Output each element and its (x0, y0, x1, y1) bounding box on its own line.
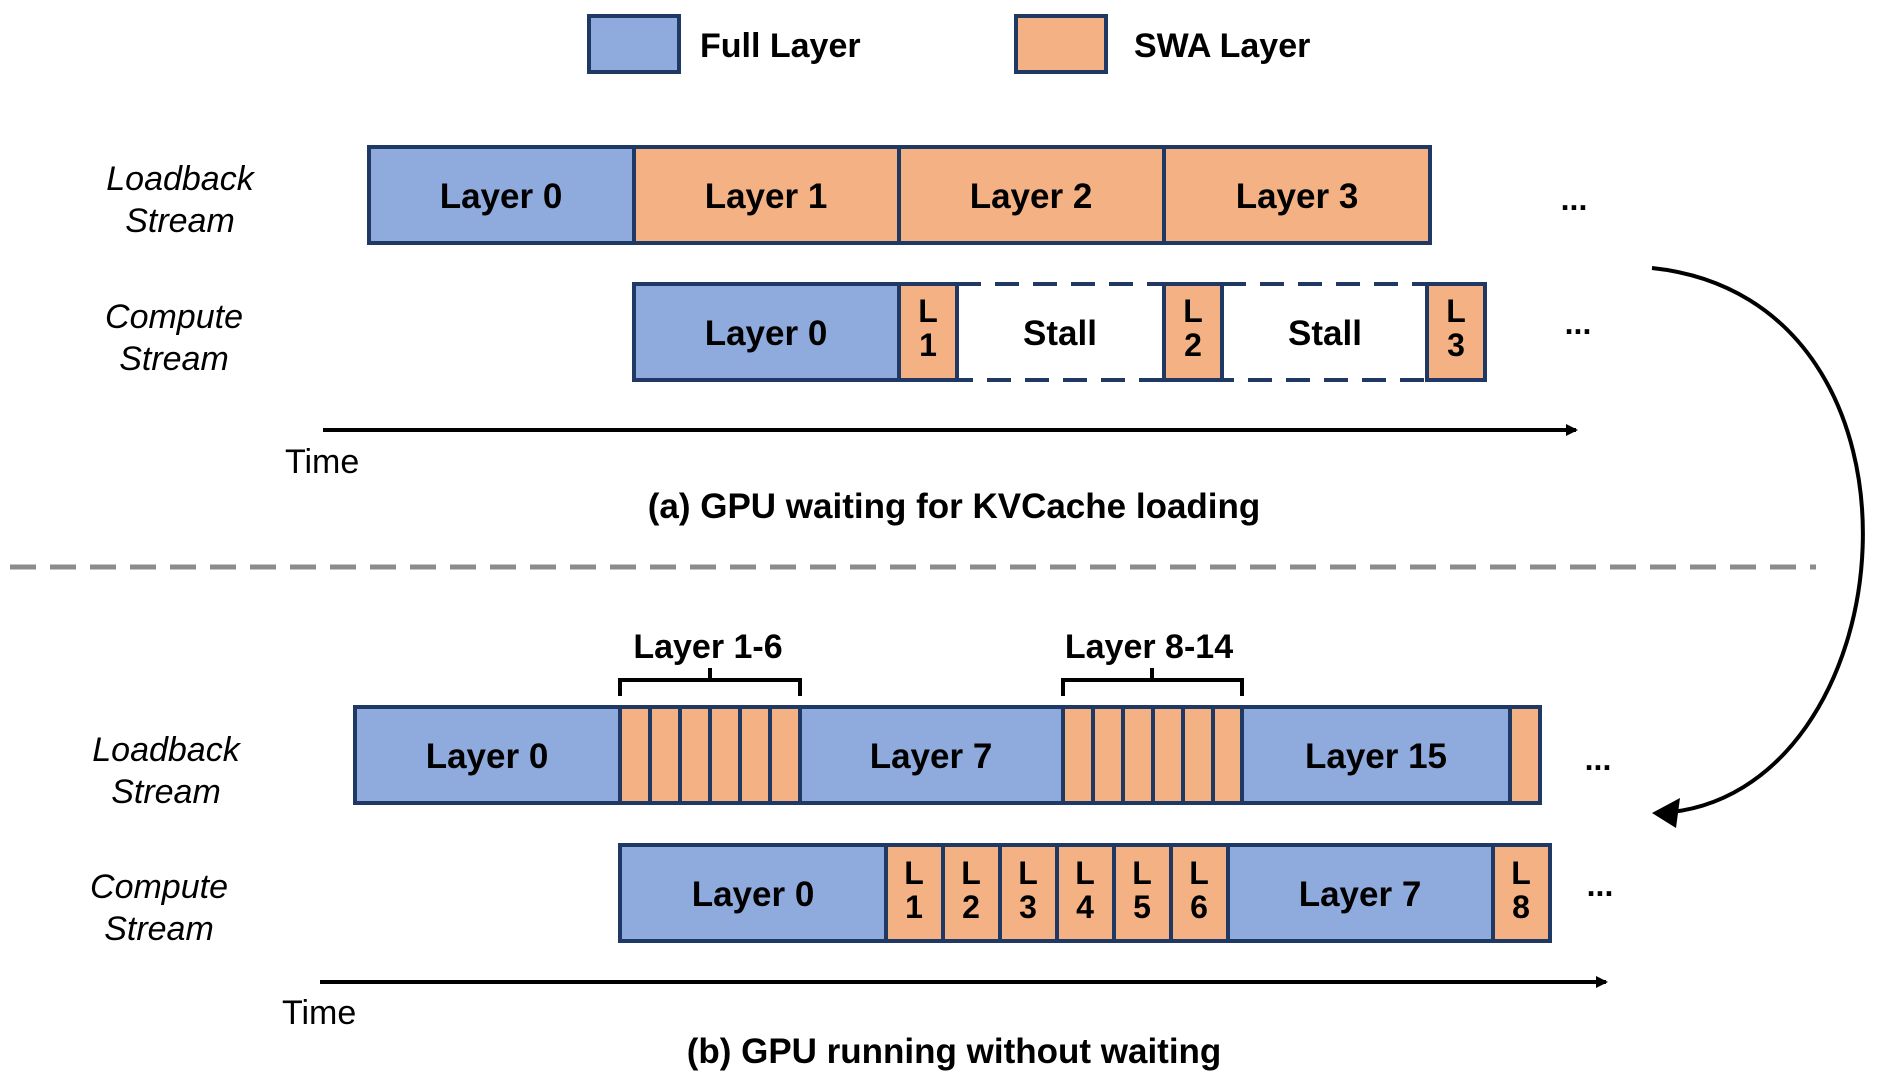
compute-b-ellipsis: ... (1587, 867, 1614, 903)
compute-a-stall-2 (1220, 282, 1429, 382)
loadback-a-label-0: Layer 0 (440, 177, 563, 216)
loadback-a-ellipsis: ... (1561, 181, 1588, 217)
loadback-a-block-1 (632, 145, 901, 245)
loadback-b-swa-12 (1181, 705, 1215, 805)
compute-stream-label-b-line2: Stream (104, 910, 214, 948)
compute-stream-label-b-line1: Compute (90, 868, 228, 906)
part-a: Loadback Stream Compute Stream Layer 0 L… (105, 145, 1592, 526)
loadback-b-swa-16 (1508, 705, 1542, 805)
transition-arrow-head (1652, 798, 1680, 828)
loadback-b-swa-2 (648, 705, 682, 805)
compute-b-label-layer7: Layer 7 (1299, 875, 1422, 914)
loadback-b-swa-6 (768, 705, 802, 805)
loadback-b-swa-9 (1091, 705, 1125, 805)
loadback-b-ellipsis: ... (1585, 741, 1612, 777)
compute-a-ellipsis: ... (1565, 305, 1592, 341)
compute-a-block-l1 (897, 282, 959, 382)
legend: Full Layer SWA Layer (587, 14, 1310, 74)
caption-a: (a) GPU waiting for KVCache loading (648, 487, 1261, 526)
compute-stream-label-a-line2: Stream (119, 340, 229, 378)
compute-a-label-stall-1: Stall (1023, 314, 1097, 353)
loadback-stream-label-a-line1: Loadback (106, 160, 255, 198)
loadback-b-label-layer0: Layer 0 (426, 737, 549, 776)
brace-label-2: Layer 8-14 (1065, 628, 1233, 666)
compute-stream-label-a-line1: Compute (105, 298, 243, 336)
loadback-b-swa-3 (678, 705, 712, 805)
time-label-a: Time (285, 443, 359, 481)
brace-1 (618, 668, 802, 696)
loadback-b-swa-13 (1211, 705, 1244, 805)
loadback-stream-label-b-line2: Stream (111, 773, 221, 811)
compute-b-block-l8 (1491, 843, 1552, 943)
loadback-b-swa-1 (618, 705, 652, 805)
loadback-b-swa-8 (1061, 705, 1095, 805)
loadback-a-block-2 (897, 145, 1166, 245)
compute-a-block-l2 (1162, 282, 1224, 382)
loadback-b-block-layer7 (798, 705, 1065, 805)
compute-b-label-layer0: Layer 0 (692, 875, 815, 914)
loadback-a-label-1: Layer 1 (705, 177, 828, 216)
compute-b-block-l6 (1169, 843, 1230, 943)
caption-b: (b) GPU running without waiting (687, 1032, 1222, 1071)
compute-b-block-l5 (1112, 843, 1173, 943)
brace-2 (1061, 668, 1244, 696)
transition-arrow (1651, 266, 1865, 815)
loadback-a-label-2: Layer 2 (970, 177, 1093, 216)
loadback-b-swa-10 (1121, 705, 1155, 805)
compute-a-block-layer0 (632, 282, 901, 382)
legend-full-label: Full Layer (700, 27, 861, 65)
compute-a-label-layer0: Layer 0 (705, 314, 828, 353)
part-b: Loadback Stream Compute Stream Layer 1-6… (90, 628, 1613, 1071)
loadback-b-swa-11 (1151, 705, 1185, 805)
loadback-b-label-layer15: Layer 15 (1305, 737, 1447, 776)
loadback-stream-a: Layer 0 Layer 1 Layer 2 Layer 3 (367, 145, 1432, 245)
loadback-stream-label-a-line2: Stream (125, 202, 235, 240)
loadback-a-label-3: Layer 3 (1236, 177, 1359, 216)
loadback-stream-label-b-line1: Loadback (92, 731, 241, 769)
loadback-a-block-3 (1162, 145, 1432, 245)
brace-label-1: Layer 1-6 (633, 628, 782, 666)
time-label-b: Time (282, 994, 356, 1032)
compute-b-block-layer0 (618, 843, 888, 943)
legend-swa-swatch (1014, 14, 1108, 74)
loadback-b-swa-5 (738, 705, 772, 805)
legend-swa-label: SWA Layer (1134, 27, 1310, 65)
compute-a-block-l3 (1425, 282, 1487, 382)
loadback-b-label-layer7: Layer 7 (870, 737, 993, 776)
loadback-a-block-0 (367, 145, 636, 245)
compute-b-block-l2 (941, 843, 1002, 943)
loadback-b-swa-4 (708, 705, 742, 805)
compute-a-label-stall-2: Stall (1288, 314, 1362, 353)
compute-b-block-l3 (998, 843, 1059, 943)
loadback-stream-b: Layer 0 Layer 7 Layer 15 (353, 705, 1542, 805)
legend-full-swatch (587, 14, 681, 74)
